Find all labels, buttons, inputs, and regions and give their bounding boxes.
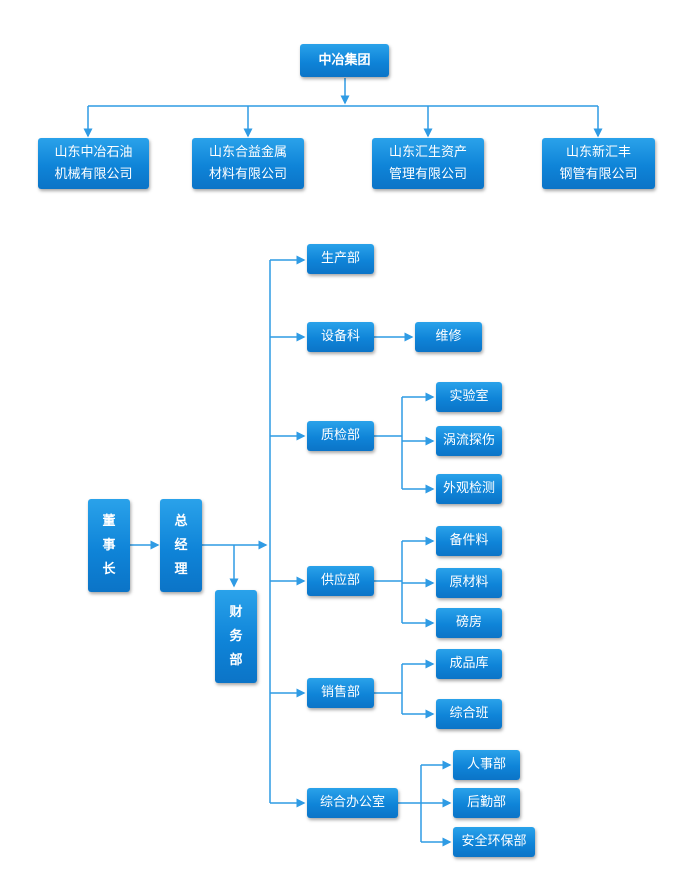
dept-label: 供应部: [320, 573, 360, 588]
chairman-char: 董: [102, 513, 116, 529]
unit-label: 外观检测: [442, 481, 495, 496]
gm-char: 总: [174, 513, 188, 529]
unit-label: 成品库: [449, 656, 489, 671]
unit-label: 实验室: [449, 389, 489, 404]
unit-hr: 人事部: [453, 750, 520, 780]
finance-char: 财: [229, 604, 243, 620]
unit-label: 人事部: [466, 757, 506, 772]
unit-raw-materials: 原材料: [436, 568, 502, 598]
dept-label: 综合办公室: [319, 795, 385, 810]
subsidiary-node: 山东中冶石油 机械有限公司: [38, 138, 149, 189]
chairman-node: 董 事 长: [88, 499, 130, 592]
unit-lab: 实验室: [436, 382, 502, 412]
subsidiary-node: 山东合益金属 材料有限公司: [192, 138, 304, 189]
unit-general-team: 综合班: [436, 699, 502, 729]
unit-finished-goods: 成品库: [436, 649, 502, 679]
gm-char: 理: [174, 561, 188, 577]
dept-label: 质检部: [320, 428, 360, 443]
subsidiary-line: 山东合益金属: [208, 144, 287, 160]
dept-quality: 质检部: [307, 421, 374, 451]
unit-label: 综合班: [449, 706, 489, 721]
dept-label: 设备科: [320, 329, 360, 344]
dept-sales: 销售部: [307, 678, 374, 708]
dept-production: 生产部: [307, 244, 374, 274]
subsidiary-line: 山东汇生资产: [388, 144, 467, 160]
subsidiary-line: 管理有限公司: [388, 166, 467, 182]
unit-logistics: 后勤部: [453, 788, 520, 818]
unit-maintenance: 维修: [415, 322, 482, 352]
finance-char: 务: [229, 628, 243, 644]
subsidiary-line: 山东中冶石油: [54, 144, 133, 160]
dept-supply: 供应部: [307, 566, 374, 596]
unit-eddy-current: 涡流探伤: [436, 426, 502, 456]
chairman-char: 长: [102, 561, 116, 577]
subsidiary-line: 材料有限公司: [208, 166, 287, 182]
unit-label: 安全环保部: [461, 834, 527, 849]
subsidiary-line: 钢管有限公司: [559, 166, 638, 182]
chairman-char: 事: [102, 537, 116, 553]
dept-equipment: 设备科: [307, 322, 374, 352]
unit-label: 磅房: [455, 615, 482, 630]
dept-label: 销售部: [320, 685, 360, 700]
subsidiary-line: 机械有限公司: [54, 166, 133, 182]
dept-office: 综合办公室: [307, 788, 398, 818]
unit-label: 原材料: [449, 575, 489, 590]
unit-weighbridge: 磅房: [436, 608, 502, 638]
unit-label: 备件料: [449, 533, 489, 548]
unit-spare-parts: 备件料: [436, 526, 502, 556]
subsidiary-node: 山东新汇丰 钢管有限公司: [542, 138, 655, 189]
finance-node: 财 务 部: [215, 590, 257, 683]
dept-label: 生产部: [320, 251, 360, 266]
group-node: 中冶集团: [300, 44, 389, 77]
gm-char: 经: [174, 537, 188, 553]
general-manager-node: 总 经 理: [160, 499, 202, 592]
subsidiary-line: 山东新汇丰: [565, 144, 631, 160]
unit-label: 维修: [435, 329, 462, 344]
unit-visual-inspection: 外观检测: [436, 474, 502, 504]
subsidiary-node: 山东汇生资产 管理有限公司: [372, 138, 484, 189]
group-name: 中冶集团: [318, 52, 371, 68]
unit-label: 后勤部: [466, 795, 506, 810]
unit-label: 涡流探伤: [442, 433, 495, 448]
unit-safety-env: 安全环保部: [453, 827, 535, 857]
finance-char: 部: [229, 652, 243, 668]
